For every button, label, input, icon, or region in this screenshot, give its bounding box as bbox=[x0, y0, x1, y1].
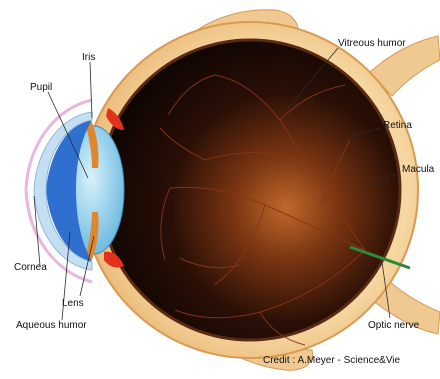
label-cornea: Cornea bbox=[14, 262, 47, 273]
label-macula: Macula bbox=[402, 164, 435, 175]
label-iris: Iris bbox=[82, 52, 95, 63]
leader-iris bbox=[90, 62, 92, 118]
credit-line: Credit : A.Meyer - Science&Vie bbox=[263, 355, 401, 366]
label-retina: Retina bbox=[383, 120, 412, 131]
vitreous-chamber bbox=[100, 40, 400, 340]
label-pupil: Pupil bbox=[30, 82, 52, 93]
label-aqueous-humor: Aqueous humor bbox=[16, 320, 87, 331]
label-vitreous-humor: Vitreous humor bbox=[338, 38, 406, 49]
label-lens: Lens bbox=[62, 298, 84, 309]
label-optic-nerve: Optic nerve bbox=[368, 320, 420, 331]
